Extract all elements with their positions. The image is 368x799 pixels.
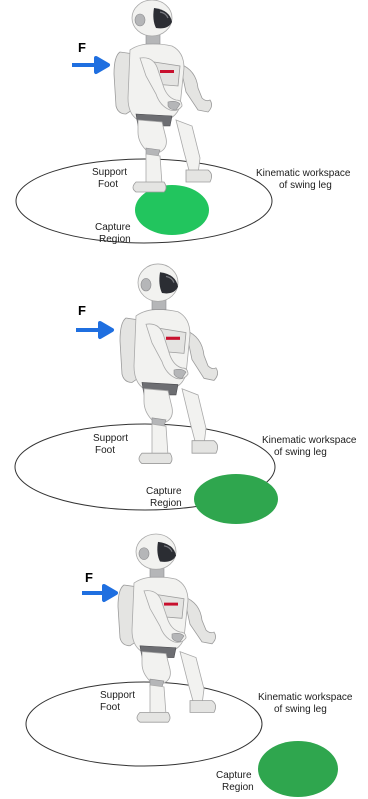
force-arrow — [72, 56, 110, 74]
capture-region — [258, 741, 338, 797]
capture-region-label: Capture Region — [95, 222, 133, 245]
capture-region — [135, 185, 209, 235]
panel-3: F Support Foot Kinematic workspace of sw… — [25, 533, 355, 797]
robot — [119, 263, 219, 465]
force-label: F — [78, 303, 86, 318]
support-foot-label: Support Foot — [93, 433, 131, 456]
capture-region-label: Capture Region — [216, 770, 254, 793]
support-foot-label: Support Foot — [100, 690, 138, 713]
robot — [113, 0, 213, 193]
swing-leg-workspace — [15, 158, 273, 244]
force-arrow — [76, 321, 114, 339]
force-arrow — [82, 584, 118, 602]
swing-leg-workspace — [25, 681, 263, 767]
force-label: F — [78, 40, 86, 55]
capture-region — [194, 474, 278, 524]
panel-2: F Support Foot Kinematic workspace of sw… — [14, 263, 359, 524]
swing-leg-workspace — [14, 423, 276, 511]
workspace-label: Kinematic workspace of swing leg — [256, 168, 353, 191]
capture-region-label: Capture Region — [146, 486, 184, 509]
support-foot-label: Support Foot — [92, 167, 130, 190]
workspace-label: Kinematic workspace of swing leg — [258, 692, 355, 715]
force-label: F — [85, 570, 93, 585]
workspace-label: Kinematic workspace of swing leg — [262, 435, 359, 458]
panel-1: F Support Foot Kinematic workspace of sw… — [15, 0, 353, 245]
